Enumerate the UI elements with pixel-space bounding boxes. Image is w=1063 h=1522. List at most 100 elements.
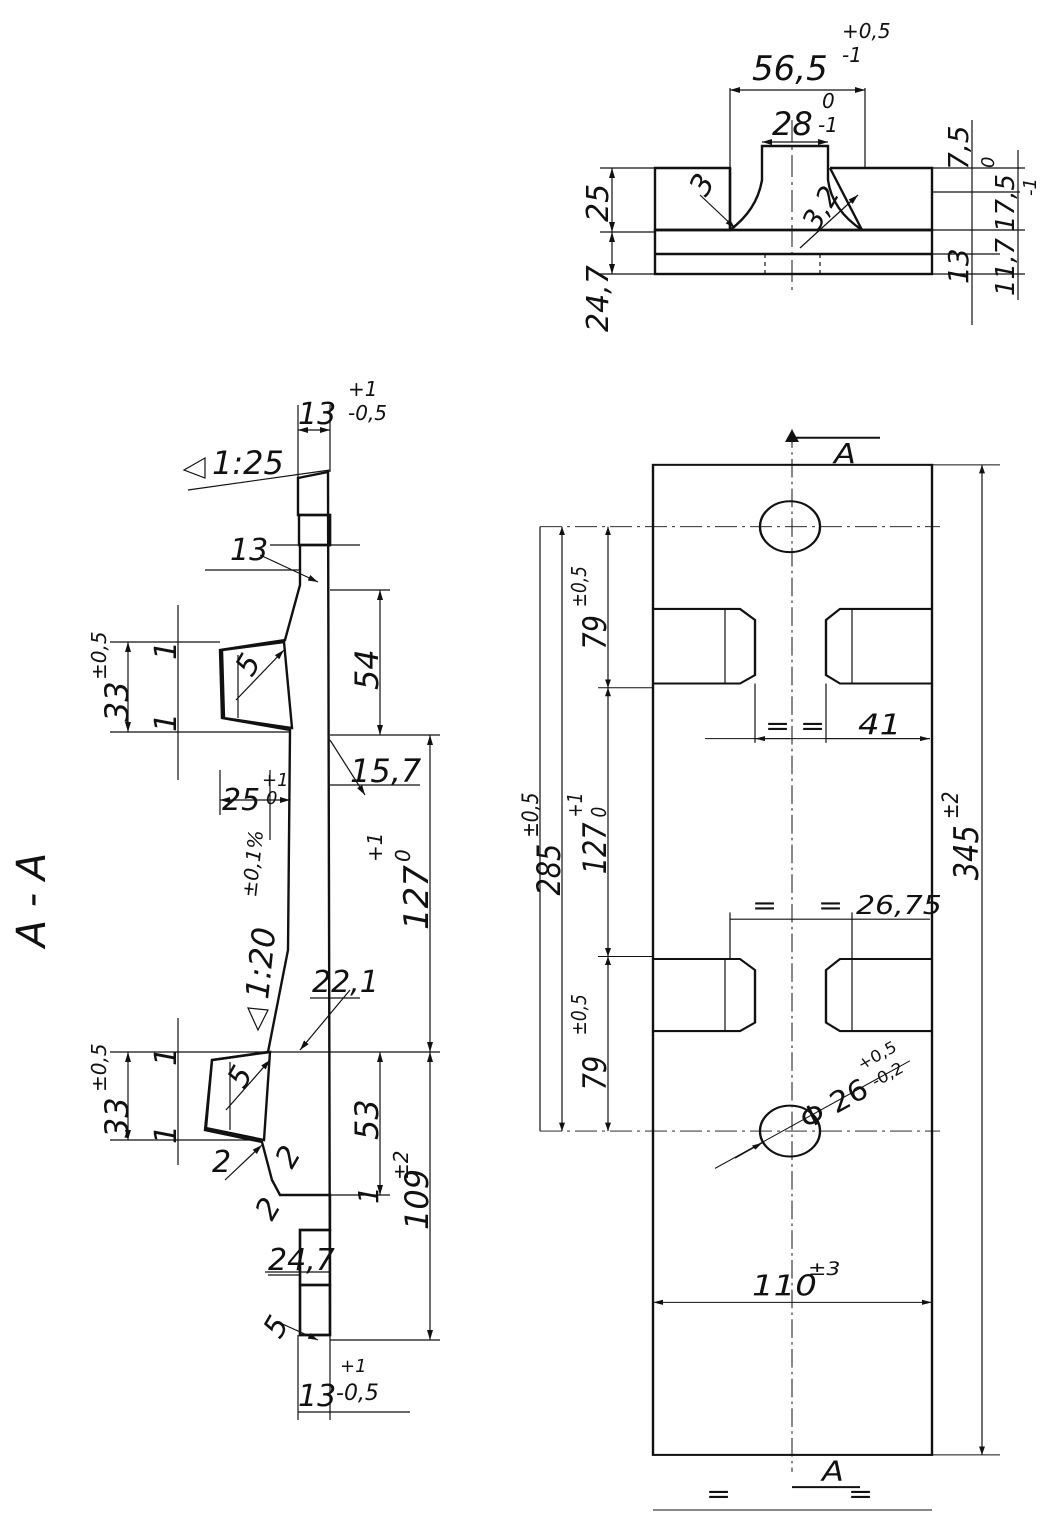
dim-17-5-value: 17,5 <box>991 174 1021 232</box>
plan-view: A A 79 ±0,5 285 ±0,5 127 +1 0 79 ±0,5 = … <box>518 429 1000 1511</box>
dim-127-tol-lower: 0 <box>391 849 415 862</box>
dim-17-5-tol-lower: -1 <box>1020 178 1041 196</box>
dim-25-tol-lower: 0 <box>266 788 277 809</box>
dim-33-upper-tol: ±0,5 <box>87 631 111 680</box>
plan-dim-285-tol: ±0,5 <box>518 793 544 838</box>
plan-dim-127-tol-upper: +1 <box>565 793 588 818</box>
dim-17-5-tol-upper: 0 <box>978 157 999 168</box>
dim-28-tol-upper: 0 <box>822 89 835 113</box>
dim-top-13-tol-lower: -0,5 <box>348 401 387 425</box>
dim-13-top-value: 13 <box>942 248 975 284</box>
dim-7-5-value: 7,5 <box>942 125 975 170</box>
dim-28-value: 28 <box>772 105 813 143</box>
dim-33-upper-value: 33 <box>98 681 136 722</box>
dim-2-a-value: 2 <box>212 1145 231 1180</box>
dim-1-d-value: 1 <box>149 1125 184 1144</box>
plan-equal-mark-5: = <box>706 1479 731 1509</box>
top-view-base <box>653 228 934 276</box>
plan-dim-345-value: 345 <box>948 825 987 880</box>
slope-1-20-value: 1:20 <box>238 925 283 1000</box>
dim-5-bottom-leader <box>277 1321 319 1341</box>
plan-recess-upper-right <box>824 607 932 685</box>
slope-1-25-value: 1:25 <box>212 444 284 482</box>
slope-1-25-line <box>187 469 331 491</box>
plan-dim-79-lower-tol: ±0,5 <box>569 994 592 1035</box>
dim-127-tol-upper: +1 <box>363 833 387 862</box>
dim-56-5-tol-lower: -1 <box>842 43 862 67</box>
dim-25-value: 25 <box>581 184 616 222</box>
dim-15-7-leader <box>329 739 366 796</box>
dim-top-13-tol-upper: +1 <box>348 377 377 401</box>
dim-25-value: 25 <box>222 783 260 818</box>
dim-109-value: 109 <box>398 1169 436 1230</box>
dim-bottom-13-tol-lower: -0,5 <box>336 1381 379 1406</box>
section-mark-top-label: A <box>832 438 856 470</box>
dim-1-c-value: 1 <box>149 1047 184 1066</box>
dim-2-a-leader <box>224 1144 263 1181</box>
plan-recess-lower-left <box>653 958 757 1033</box>
plan-hole-leader <box>714 1060 911 1169</box>
dim-r3-2-leader <box>799 194 859 249</box>
dim-24-7-value: 24,7 <box>581 265 616 332</box>
dim-1-b-value: 1 <box>149 713 184 732</box>
top-view-slot <box>729 144 863 231</box>
section-mark-bottom-label: A <box>820 1455 844 1487</box>
plan-equal-mark-4: = <box>818 890 843 920</box>
dim-13-mid-value: 13 <box>230 533 268 568</box>
plan-dim-110-value: 110 <box>752 1270 817 1303</box>
dim-109-tol: ±2 <box>389 1151 413 1180</box>
plan-dim-110-tol: ±3 <box>808 1258 840 1280</box>
dim-25-tol-upper: +1 <box>262 770 289 791</box>
dim-bottom-13-value: 13 <box>298 1379 336 1414</box>
plan-hole-diameter-value: Φ 26 <box>792 1073 876 1135</box>
section-mark-top-arrow <box>785 429 799 442</box>
dim-2-c-value: 2 <box>249 1192 289 1226</box>
plan-equal-mark-1: = <box>765 711 790 741</box>
section-bottom-end <box>298 1283 332 1337</box>
dim-5-upper-leader <box>235 649 285 701</box>
plan-equal-mark-6: = <box>848 1479 873 1509</box>
dim-56-5-tol-upper: +0,5 <box>842 19 891 43</box>
dim-127-value: 127 <box>397 865 437 930</box>
dim-r3-leader <box>699 194 736 229</box>
dim-54-value: 54 <box>348 649 386 690</box>
dim-r3-value: 3 <box>683 168 723 202</box>
dim-1-e-value: 1 <box>352 1186 385 1204</box>
plan-dim-41-value: 41 <box>858 709 901 742</box>
dim-22-1-leader <box>299 989 351 1051</box>
dim-2-b-value: 2 <box>269 1140 309 1174</box>
dim-r3-2-value: 3,2 <box>795 180 846 235</box>
top-view-slot-right <box>828 167 864 231</box>
dim-top-13-value: 13 <box>298 397 336 432</box>
dim-33-lower-tol: ±0,5 <box>87 1043 111 1092</box>
section-view: 13 +1 -0,5 1:25 13 33 ±0,5 1 1 5 54 25 +… <box>87 377 440 1420</box>
plan-equal-mark-3: = <box>752 890 777 920</box>
top-view: 56,5 +0,5 -1 28 0 -1 3 3,2 25 24,7 7,5 1… <box>581 19 1041 332</box>
slope-1-20-tol: ±0,1% <box>237 829 268 899</box>
plan-equal-mark-2: = <box>800 711 825 741</box>
dim-11-7-value: 11,7 <box>991 238 1021 296</box>
dim-bottom-13-tol-upper: +1 <box>340 1356 367 1377</box>
plan-dim-345-tol: ±2 <box>938 792 964 819</box>
dim-15-7-value: 15,7 <box>350 752 422 790</box>
dim-22-1-value: 22,1 <box>312 965 379 1000</box>
dim-28-tol-lower: -1 <box>818 113 838 137</box>
plan-dim-26-75-value: 26,75 <box>856 890 942 920</box>
dim-33-lower-value: 33 <box>98 1097 136 1138</box>
plan-dim-127-value: 127 <box>576 822 614 874</box>
dim-13-mid-leader <box>259 554 319 583</box>
section-title-text: A - A <box>9 853 55 951</box>
dim-5-bottom-value: 5 <box>257 1310 297 1344</box>
dim-5-lower-leader <box>225 1059 271 1111</box>
plan-dim-79-upper-value: 79 <box>576 615 614 650</box>
dim-53-value: 53 <box>348 1099 386 1140</box>
plan-recess-lower-right <box>824 958 932 1033</box>
plan-hole-leader-arrow <box>734 1142 763 1159</box>
dim-24-7-value: 24,7 <box>268 1243 335 1278</box>
plan-dim-285-value: 285 <box>530 844 568 896</box>
plan-dim-127-tol-lower: 0 <box>589 807 612 818</box>
plan-dim-79-lower-value: 79 <box>576 1056 614 1091</box>
dim-56-5-value: 56,5 <box>752 49 828 89</box>
slope-1-25-symbol <box>182 456 206 479</box>
slope-1-20-symbol <box>247 1007 269 1032</box>
